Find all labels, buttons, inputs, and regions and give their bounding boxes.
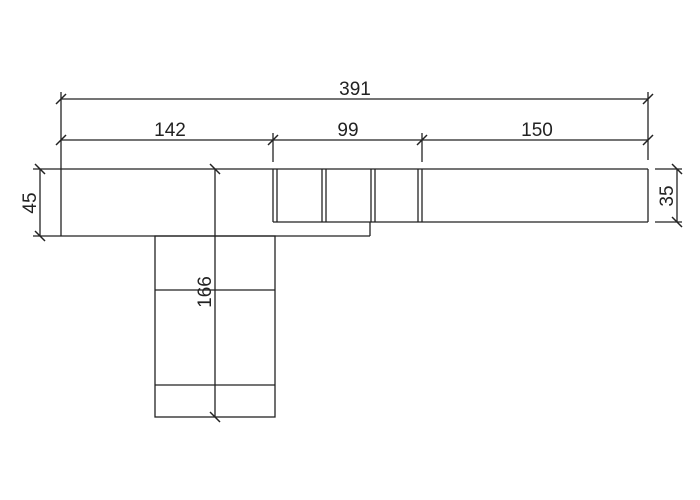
dimension-label-overall: 391 bbox=[339, 79, 371, 100]
dimension-label-middle: 99 bbox=[337, 120, 358, 141]
dimension-label-left-depth: 45 bbox=[20, 192, 41, 213]
return-section: 166 bbox=[154, 163, 276, 423]
dimension-overall: 391 bbox=[55, 79, 654, 169]
dimension-label-return: 166 bbox=[195, 276, 216, 308]
dimension-left-depth: 45 bbox=[20, 163, 61, 242]
dimension-label-right: 150 bbox=[521, 120, 553, 141]
dimension-sections: 142 99 150 bbox=[55, 120, 654, 162]
dimension-label-left: 142 bbox=[154, 120, 186, 141]
dimension-label-right-depth: 35 bbox=[657, 185, 678, 206]
cabinet-run bbox=[60, 168, 649, 237]
dimension-right-depth: 35 bbox=[655, 163, 683, 228]
